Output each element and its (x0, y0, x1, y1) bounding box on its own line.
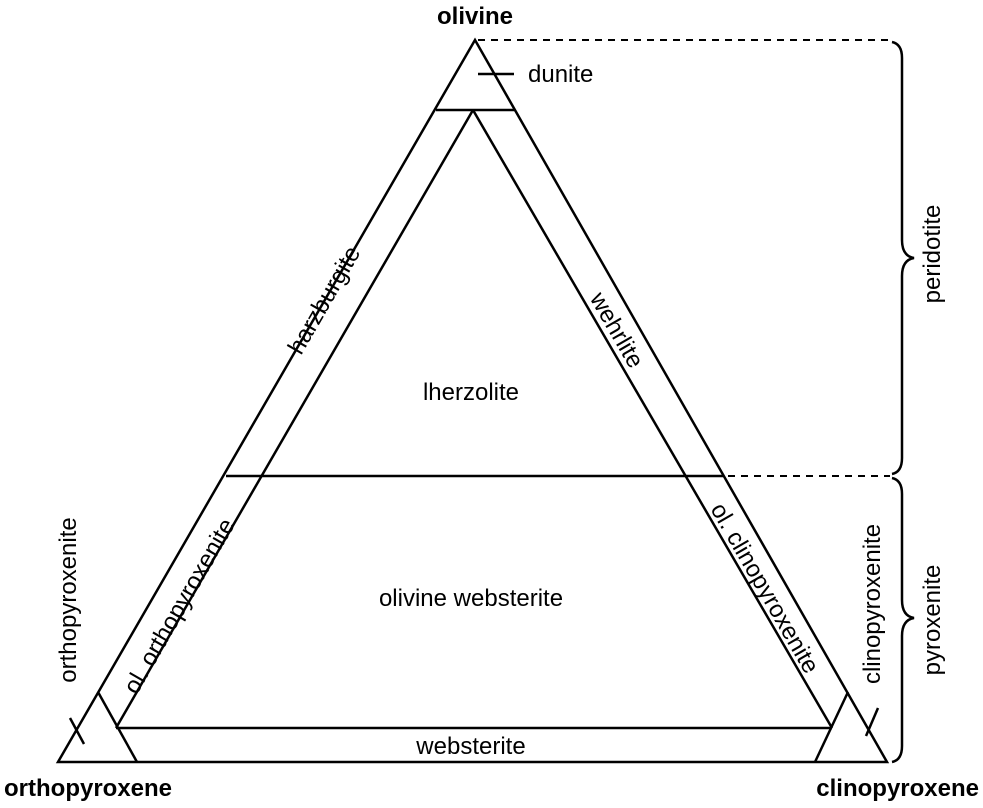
field-label-ol-orthopyroxenite: ol. orthopyroxenite (118, 514, 240, 698)
orthopyroxenite-leader (68, 717, 86, 745)
field-label-ol-clinopyroxenite: ol. clinopyroxenite (705, 498, 824, 678)
field-label-olivine-websterite: olivine websterite (379, 585, 563, 612)
inner-left-edge (114, 109, 475, 729)
field-label-harzburgite: harzburgite (283, 242, 366, 359)
outer-triangle (55, 37, 890, 764)
group-label-pyroxenite: pyroxenite (919, 565, 946, 676)
field-label-dunite: dunite (528, 61, 593, 88)
field-label-orthopyroxenite: orthopyroxenite (55, 517, 82, 682)
field-label-websterite: websterite (415, 733, 525, 760)
clinopyroxenite-leader (864, 707, 880, 737)
vertex-label-orthopyroxene: orthopyroxene (4, 775, 172, 802)
field-label-lherzolite: lherzolite (423, 379, 519, 406)
pyroxenite-brace (891, 476, 915, 764)
clinopyroxenite-boundary (813, 691, 850, 763)
inner-right-edge (471, 109, 834, 729)
field-label-clinopyroxenite: clinopyroxenite (859, 524, 886, 684)
orthopyroxenite-boundary (96, 691, 139, 763)
peridotite-brace (891, 40, 915, 476)
vertex-label-clinopyroxene: clinopyroxene (816, 775, 979, 802)
vertex-label-olivine: olivine (437, 3, 513, 30)
group-label-peridotite: peridotite (919, 205, 946, 304)
